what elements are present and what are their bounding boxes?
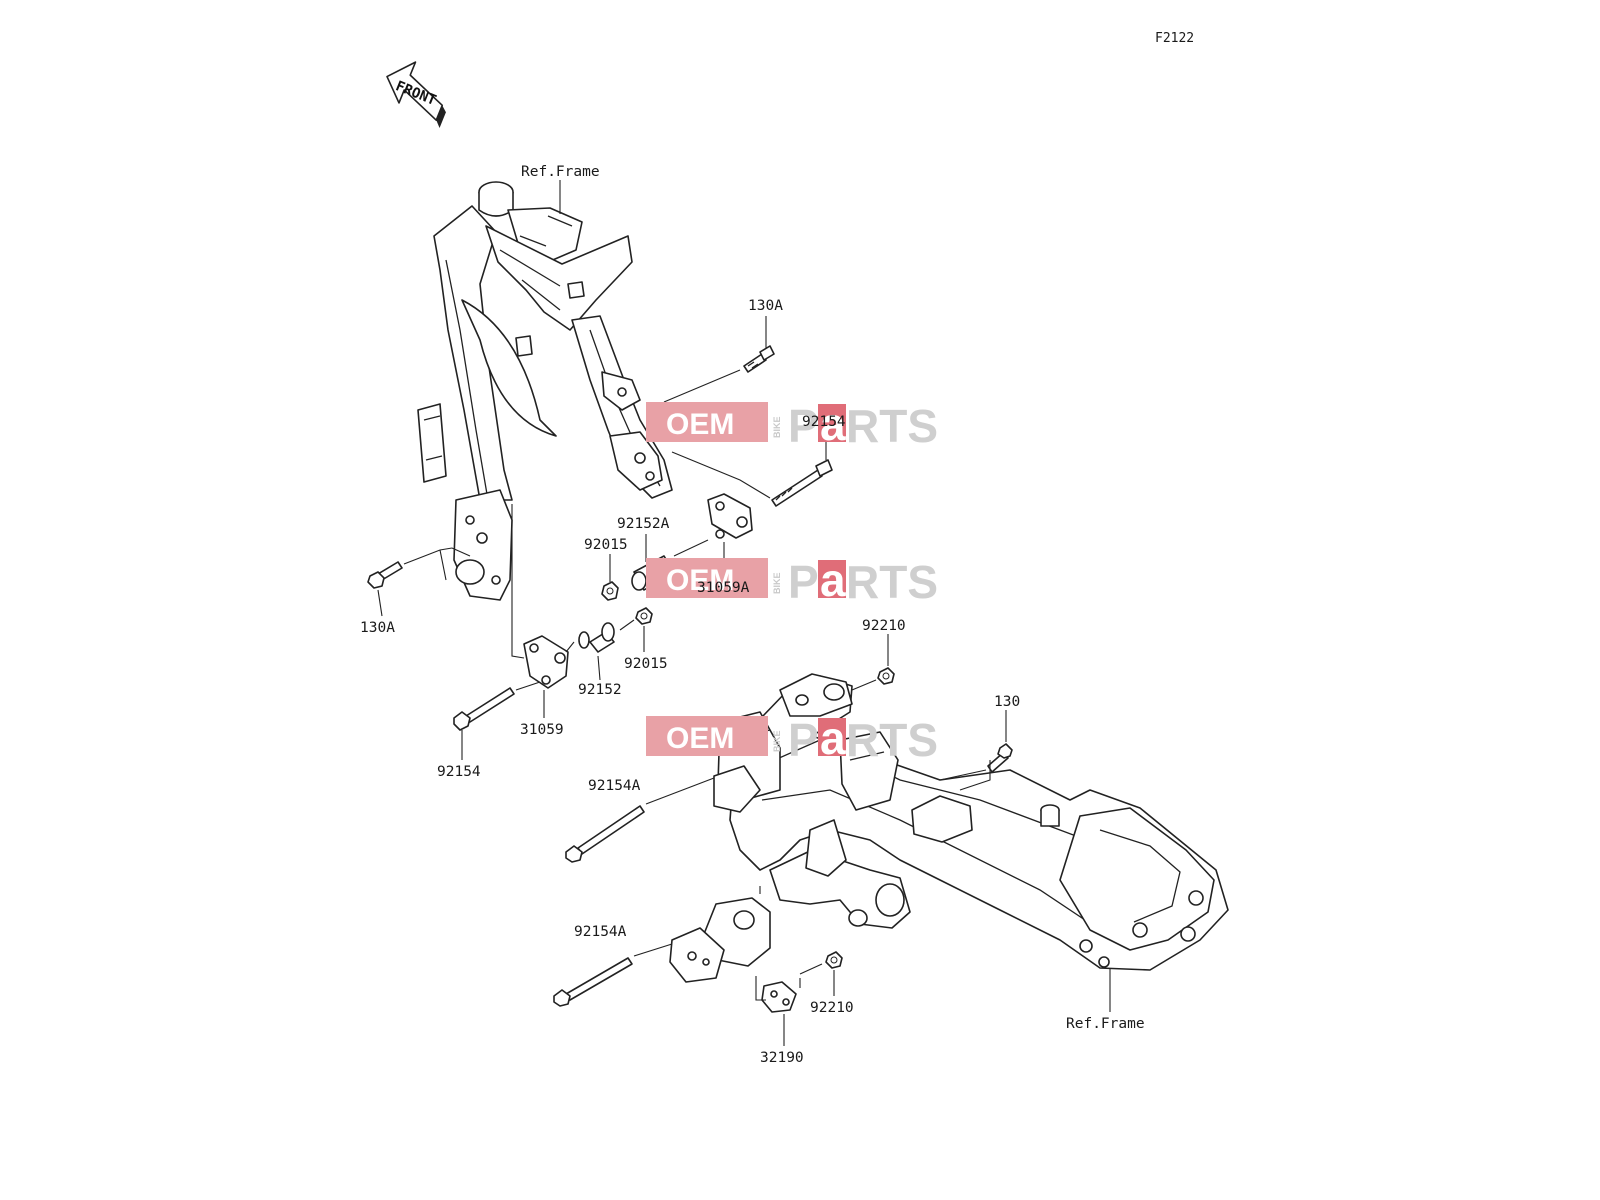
bolt-130a-left-icon: [367, 561, 403, 589]
label-92154-lower[interactable]: 92154: [437, 764, 481, 780]
watermark-oem-bg: [646, 558, 768, 598]
watermark-a-bg: [818, 560, 846, 598]
bolt-130-icon: [987, 743, 1013, 773]
label-130[interactable]: 130: [994, 694, 1020, 710]
nut-92210-upper-icon: [877, 667, 895, 685]
watermark-2: OEM BIKE P a RTS: [646, 554, 938, 608]
watermark-bike-text: BIKE: [772, 730, 782, 752]
watermark-p-text: P: [788, 714, 819, 766]
label-ref-frame-bottom[interactable]: Ref.Frame: [1066, 1016, 1145, 1032]
bolt-130a-upper-icon: [743, 345, 775, 373]
assembly-lines: [403, 369, 991, 1001]
label-92154a-lower[interactable]: 92154A: [574, 924, 627, 940]
watermark-rts-text: RTS: [846, 556, 938, 608]
watermark-a-text: a: [820, 712, 846, 764]
watermark-rts-text: RTS: [846, 714, 938, 766]
label-ref-frame-top[interactable]: Ref.Frame: [521, 164, 600, 180]
label-92154a-upper[interactable]: 92154A: [588, 778, 641, 794]
watermark-bike-text: BIKE: [772, 572, 782, 594]
label-92210-upper[interactable]: 92210: [862, 618, 906, 634]
label-92210-lower[interactable]: 92210: [810, 1000, 854, 1016]
label-92015-upper[interactable]: 92015: [584, 537, 628, 553]
bolt-92154a-lower-icon: [553, 957, 633, 1007]
rear-frame-drawing: [669, 673, 1229, 983]
leader-lines: [377, 180, 1111, 1046]
label-32190[interactable]: 32190: [760, 1050, 804, 1066]
label-92154-upper[interactable]: 92154: [802, 414, 846, 430]
label-130a-top[interactable]: 130A: [748, 298, 783, 314]
front-frame-drawing: [417, 181, 673, 601]
watermark-oem-bg: [646, 716, 768, 756]
watermark-oem-text: OEM: [666, 564, 734, 597]
label-92152a[interactable]: 92152A: [617, 516, 670, 532]
watermark-oem-bg: [646, 402, 768, 442]
diagram-code: F2122: [1155, 31, 1194, 46]
collar-92152-icon: [578, 622, 615, 653]
watermark-bike-text: BIKE: [772, 416, 782, 438]
watermark-a-bg: [818, 718, 846, 756]
label-92152[interactable]: 92152: [578, 682, 622, 698]
nut-92015-lower-icon: [635, 607, 653, 625]
label-31059a[interactable]: 31059A: [697, 580, 750, 596]
bolt-92154-lower-icon: [453, 687, 515, 731]
watermark-p-text: P: [788, 556, 819, 608]
watermark-oem-text: OEM: [666, 408, 734, 441]
bracket-31059a-icon: [707, 493, 753, 539]
label-92015-lower[interactable]: 92015: [624, 656, 668, 672]
bracket-32190-icon: [761, 981, 797, 1013]
bracket-31059-icon: [523, 635, 569, 689]
watermark-a-text: a: [820, 554, 846, 606]
watermark-oem-text: OEM: [666, 722, 734, 755]
front-arrow-icon: FRONT: [386, 61, 446, 128]
part-labels: Ref.Frame 130A 92154 92152A 92015 31059A…: [360, 164, 1145, 1066]
nut-92015-upper-icon: [601, 581, 619, 601]
watermark-rts-text: RTS: [846, 400, 938, 452]
label-31059[interactable]: 31059: [520, 722, 564, 738]
watermark-a-bg: [818, 404, 846, 442]
label-130a-left[interactable]: 130A: [360, 620, 395, 636]
bolt-92154-upper-icon: [771, 459, 833, 507]
watermark-3: OEM BIKE P a RTS: [646, 712, 938, 766]
watermark-p-text: P: [788, 400, 819, 452]
nut-92210-lower-icon: [825, 951, 843, 969]
bolt-92154a-upper-icon: [565, 805, 645, 863]
watermark-1: OEM BIKE P a RTS: [646, 398, 938, 452]
watermark-a-text: a: [820, 398, 846, 450]
